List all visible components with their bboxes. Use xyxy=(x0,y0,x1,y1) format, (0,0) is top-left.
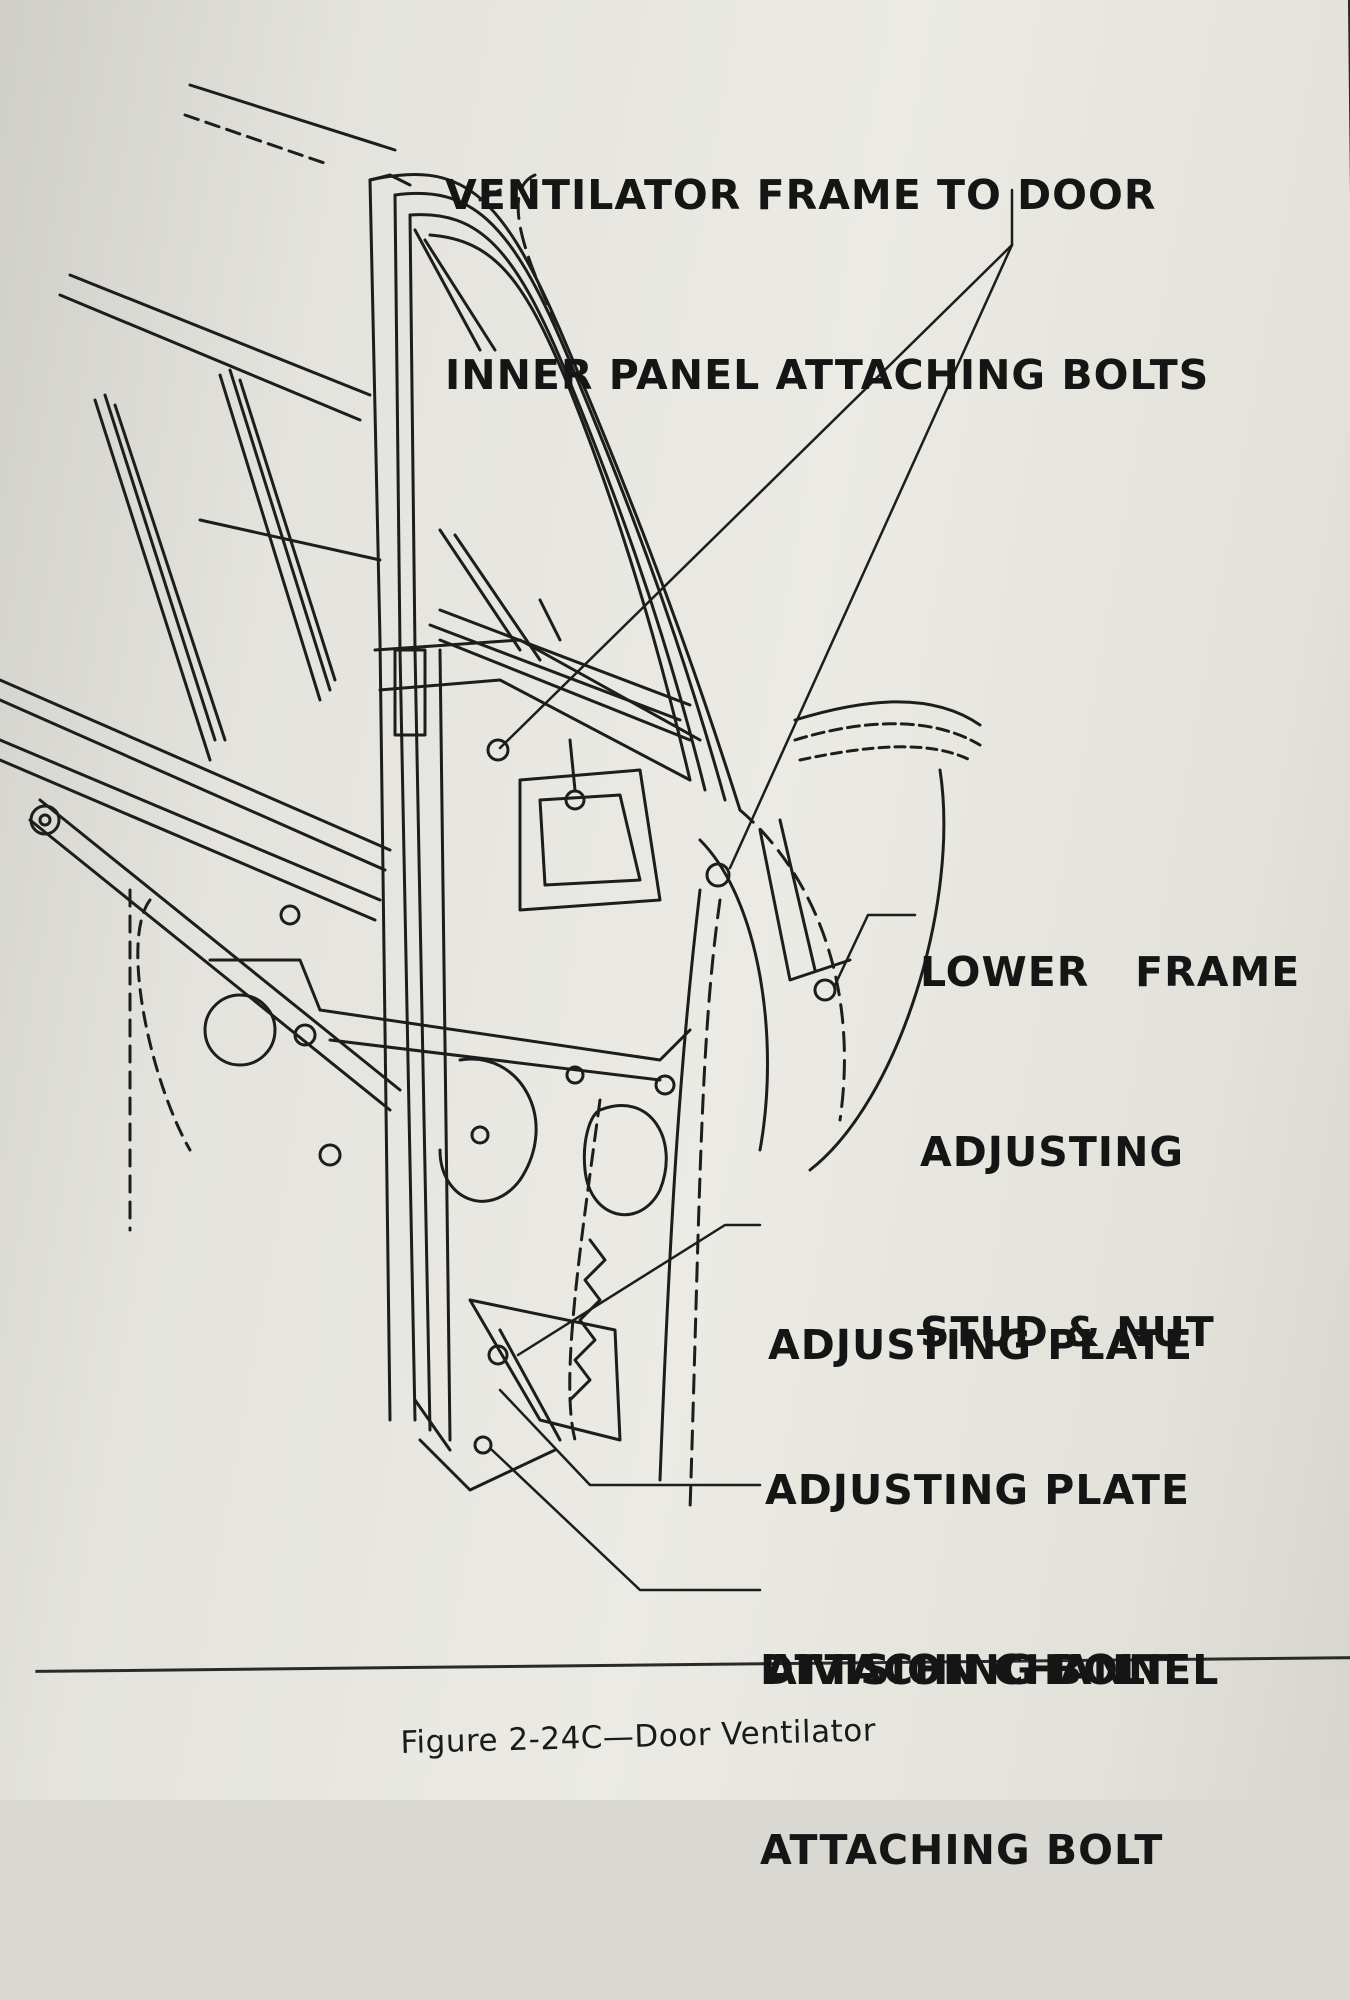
label-adjusting-plate-bolt: ADJUSTING PLATE ATTACHING BOLT xyxy=(765,1340,1190,1820)
door-ventilator-illustration xyxy=(0,83,1014,1592)
label-ventilator-frame-bolts: VENTILATOR FRAME TO DOOR INNER PANEL ATT… xyxy=(445,45,1209,525)
label-line: LOWER FRAME xyxy=(920,948,1301,996)
door-panel xyxy=(473,700,982,1512)
label-division-channel-bolt: DIVISION CHANNEL ATTACHING BOLT xyxy=(760,1520,1219,2000)
label-line: ADJUSTING xyxy=(920,1128,1185,1176)
label-line: ATTACHING BOLT xyxy=(765,1646,1169,1694)
label-line: ADJUSTING PLATE xyxy=(765,1466,1190,1514)
label-line: VENTILATOR FRAME TO DOOR xyxy=(445,171,1157,219)
label-line: DIVISION CHANNEL xyxy=(760,1646,1220,1694)
label-line: INNER PANEL ATTACHING BOLTS xyxy=(445,351,1210,399)
ventilator-frame xyxy=(368,172,742,812)
label-lower-frame-stud: LOWER FRAME ADJUSTING STUD & NUT xyxy=(920,822,1300,1482)
label-line: ADJUSTING PLATE xyxy=(768,1321,1193,1369)
regulator-arm xyxy=(0,678,402,1232)
regulator-mechanism xyxy=(279,738,692,1442)
label-line: ATTACHING BOLT xyxy=(760,1826,1164,1874)
door-glass xyxy=(58,83,397,762)
cross-member xyxy=(373,608,702,782)
manual-page: VENTILATOR FRAME TO DOOR INNER PANEL ATT… xyxy=(0,0,1350,1874)
label-line: STUD & NUT xyxy=(920,1308,1215,1356)
leader-lines xyxy=(490,188,1014,1592)
label-adjusting-plate: ADJUSTING PLATE xyxy=(768,1195,1193,1495)
